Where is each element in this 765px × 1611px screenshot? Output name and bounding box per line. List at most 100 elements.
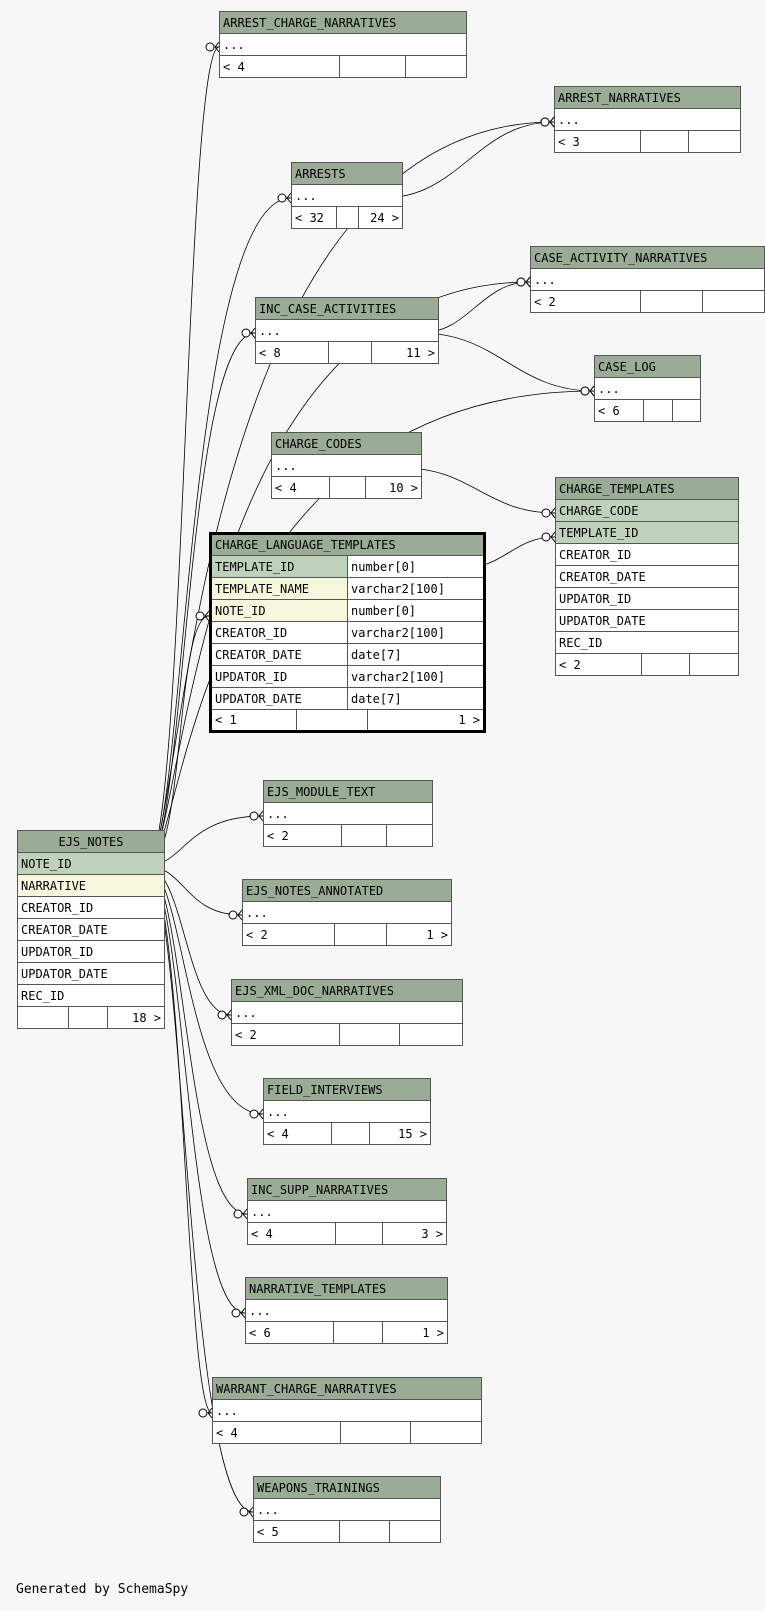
column-name: TEMPLATE_ID — [555, 521, 739, 544]
column-name: CREATOR_DATE — [17, 918, 165, 941]
table-header: WEAPONS_TRAININGS — [253, 1476, 441, 1499]
count-spacer — [337, 207, 359, 228]
collapsed-columns: ... — [247, 1200, 447, 1223]
child-count: 18 > — [132, 1010, 161, 1025]
count-spacer — [644, 400, 673, 421]
column-name: CREATOR_ID — [17, 896, 165, 919]
column-name: UPDATOR_DATE — [17, 962, 165, 985]
child-count: 1 > — [426, 927, 448, 942]
relationship-counts: 18 > — [17, 1006, 165, 1029]
collapsed-columns: ... — [231, 1001, 463, 1024]
parent-count — [19, 1007, 69, 1028]
table-case-activity-narratives[interactable]: CASE_ACTIVITY_NARRATIVES...< 2 — [530, 246, 765, 313]
crows-foot-marker — [217, 1009, 232, 1021]
count-spacer — [332, 1123, 370, 1144]
count-spacer — [335, 924, 387, 945]
count-spacer — [340, 1024, 400, 1045]
column-name: NARRATIVE — [17, 874, 165, 897]
child-count: 24 > — [370, 210, 399, 225]
collapsed-columns: ... — [271, 454, 422, 477]
parent-count: < 2 — [557, 654, 642, 675]
crows-foot-marker — [540, 116, 555, 128]
column-name: CREATOR_DATE — [210, 643, 348, 666]
column-type: date[7] — [347, 687, 485, 710]
relationship-counts: < 3 — [554, 130, 741, 153]
table-header: EJS_MODULE_TEXT — [263, 780, 433, 803]
collapsed-columns: ... — [554, 108, 741, 131]
crows-foot-marker — [277, 192, 292, 204]
column-name: UPDATOR_ID — [17, 940, 165, 963]
parent-count: < 2 — [244, 924, 335, 945]
relationship-counts: < 2 — [263, 824, 433, 847]
count-spacer — [641, 291, 703, 312]
parent-count: < 4 — [221, 56, 340, 77]
column-name: CREATOR_ID — [210, 621, 348, 644]
column-type: varchar2[100] — [347, 665, 485, 688]
parent-count: < 2 — [532, 291, 641, 312]
column-name: CREATOR_DATE — [555, 565, 739, 588]
count-spacer — [336, 1223, 383, 1244]
column-name: CREATOR_ID — [555, 543, 739, 566]
table-header: EJS_NOTES_ANNOTATED — [242, 879, 452, 902]
crows-foot-marker — [241, 327, 256, 339]
collapsed-columns: ... — [530, 268, 765, 291]
table-header: CASE_ACTIVITY_NARRATIVES — [530, 246, 765, 269]
edge-ejs-notes-charge-language-templates — [145, 615, 210, 867]
table-header: CHARGE_TEMPLATES — [555, 477, 739, 500]
count-spacer — [330, 477, 366, 498]
relationship-counts: < 32 24 > — [291, 206, 403, 229]
edge-ejs-notes-arrests — [145, 197, 292, 867]
column-name: TEMPLATE_NAME — [210, 577, 348, 600]
collapsed-columns: ... — [245, 1299, 448, 1322]
crows-foot-marker — [195, 610, 210, 622]
table-weapons-trainings[interactable]: WEAPONS_TRAININGS...< 5 — [253, 1476, 441, 1543]
child-count — [690, 655, 738, 675]
parent-count: < 5 — [255, 1521, 340, 1542]
relationship-counts: < 6 — [594, 399, 701, 422]
table-ejs-xml-doc-narratives[interactable]: EJS_XML_DOC_NARRATIVES...< 2 — [231, 979, 463, 1046]
table-header: INC_SUPP_NARRATIVES — [247, 1178, 447, 1201]
table-header: CHARGE_LANGUAGE_TEMPLATES — [210, 533, 485, 556]
table-header: WARRANT_CHARGE_NARRATIVES — [212, 1377, 482, 1400]
crows-foot-marker — [249, 1108, 264, 1120]
relationship-counts: < 2 — [530, 290, 765, 313]
collapsed-columns: ... — [253, 1498, 441, 1521]
table-warrant-charge-narratives[interactable]: WARRANT_CHARGE_NARRATIVES...< 4 — [212, 1377, 482, 1444]
edge-ejs-notes-arrest-charge-narratives — [145, 46, 220, 867]
column-name: UPDATOR_ID — [555, 587, 739, 610]
column-name: UPDATOR_DATE — [555, 609, 739, 632]
table-header: ARREST_NARRATIVES — [554, 86, 741, 109]
crows-foot-marker — [233, 1208, 248, 1220]
parent-count: < 32 — [293, 207, 337, 228]
table-arrest-narratives[interactable]: ARREST_NARRATIVES...< 3 — [554, 86, 741, 153]
table-arrest-charge-narratives[interactable]: ARREST_CHARGE_NARRATIVES...< 4 — [219, 11, 467, 78]
child-count: 10 > — [389, 480, 418, 495]
relationship-counts: < 2 — [231, 1023, 463, 1046]
column-name: REC_ID — [555, 631, 739, 654]
relationship-counts: < 4 — [219, 55, 467, 78]
parent-count: < 4 — [273, 477, 330, 498]
count-spacer — [341, 1422, 411, 1443]
column-name: NOTE_ID — [210, 599, 348, 622]
child-count — [689, 132, 740, 152]
child-count — [400, 1025, 462, 1045]
parent-count: < 4 — [249, 1223, 336, 1244]
table-ejs-module-text[interactable]: EJS_MODULE_TEXT...< 2 — [263, 780, 433, 847]
table-case-log[interactable]: CASE_LOG...< 6 — [594, 355, 701, 422]
column-name: REC_ID — [17, 984, 165, 1007]
